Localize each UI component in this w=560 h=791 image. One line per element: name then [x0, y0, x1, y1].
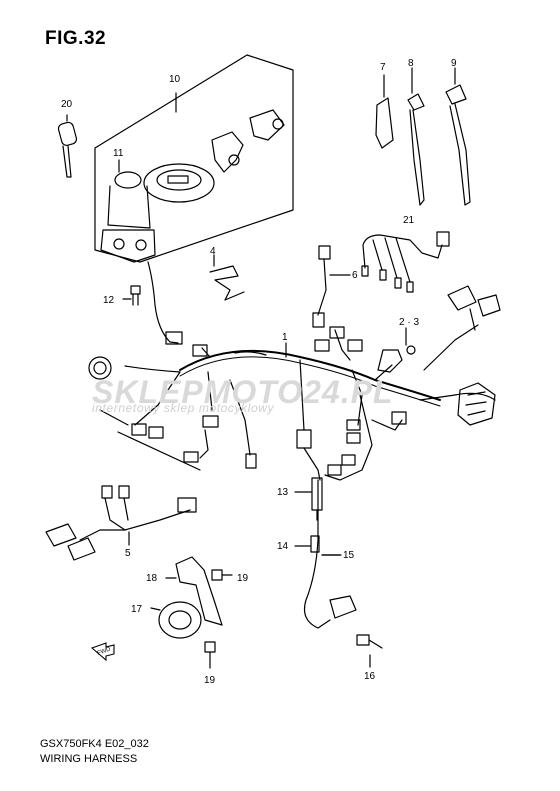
bolt-part-12 [122, 285, 141, 306]
callout-21: 21 [403, 215, 415, 226]
clip-part-7 [375, 74, 394, 149]
callout-14: 14 [277, 541, 289, 552]
cable-tie-part-8 [407, 67, 425, 206]
bolt-part-19-lower [204, 641, 216, 669]
callout-20: 20 [61, 99, 73, 110]
screw-part-14 [294, 535, 320, 553]
callout-18: 18 [146, 573, 158, 584]
wire-group-21 [361, 231, 450, 293]
sensor-part-13 [294, 477, 323, 521]
callout-7: 7 [380, 62, 386, 73]
bolt-part-16 [356, 634, 383, 668]
callout-5: 5 [125, 548, 131, 559]
watermark-logo: SKLEPMOTO24.PL [92, 374, 394, 410]
callout-6: 6 [352, 270, 358, 281]
callout-9: 9 [451, 58, 457, 69]
callout-17: 17 [131, 604, 143, 615]
fwd-arrow-icon: FWD [90, 642, 115, 662]
cable-tie-part-9 [445, 67, 471, 206]
callout-13: 13 [277, 487, 289, 498]
watermark-tagline: internetowy sklep motocyklowy [92, 401, 275, 415]
ignition-lead [147, 261, 179, 344]
ignition-switch-part [100, 159, 156, 263]
bolt-part-19-upper [211, 569, 233, 581]
callout-1: 1 [282, 332, 288, 343]
callout-4: 4 [210, 246, 216, 257]
main-harness-part [88, 324, 496, 481]
callout-11: 11 [113, 148, 124, 159]
lead-wire-6 [312, 245, 331, 328]
horn-part-17 [150, 601, 202, 639]
fwd-arrow-label: FWD [97, 646, 113, 657]
model-code: GSX750FK4 E02_032 [40, 738, 149, 750]
connector-cluster-right [447, 285, 501, 426]
callout-16: 16 [364, 671, 376, 682]
ignition-key-part [57, 114, 78, 178]
ignition-kit-box [94, 54, 294, 263]
callout-10: 10 [169, 74, 181, 85]
clamp-part-4 [209, 254, 245, 301]
seat-lock-part [211, 109, 285, 173]
sub-harness-5 [45, 485, 197, 561]
fuel-cap-part [143, 163, 215, 203]
callout-15: 15 [343, 550, 355, 561]
callout-12: 12 [103, 295, 115, 306]
callout-19-lower: 19 [204, 675, 216, 686]
callout-8: 8 [408, 58, 414, 69]
figure-title: FIG.32 [45, 28, 107, 49]
callout-19-upper: 19 [237, 573, 249, 584]
callout-2-3: 2 · 3 [399, 317, 419, 328]
bracket-part-18 [165, 556, 223, 626]
diagram-caption: WIRING HARNESS [40, 753, 138, 765]
